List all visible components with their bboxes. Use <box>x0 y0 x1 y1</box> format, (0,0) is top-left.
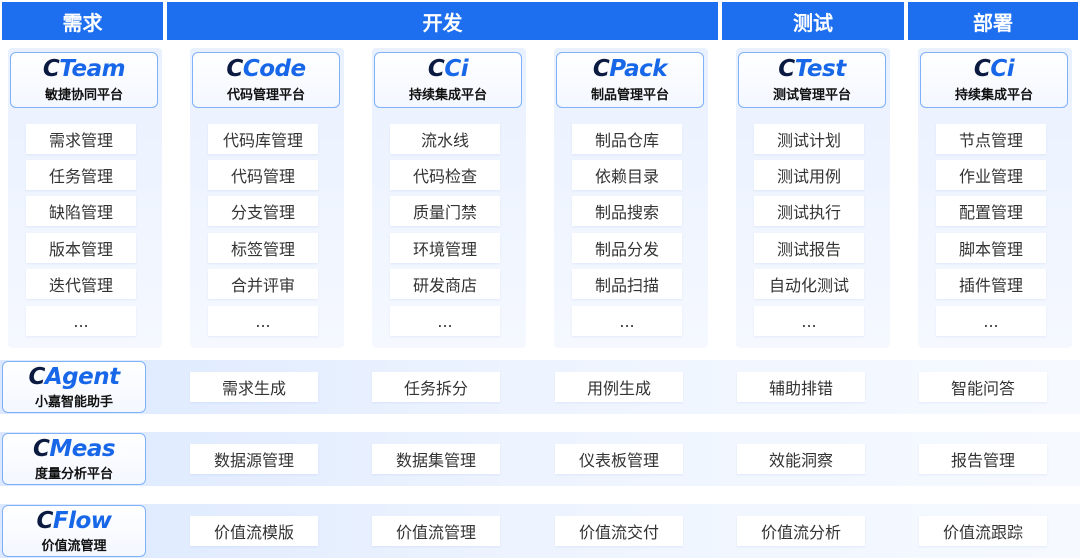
cflow-item[interactable]: 价值流跟踪 <box>919 516 1047 546</box>
cci-deploy-subtitle: 持续集成平台 <box>954 88 1033 103</box>
column-cci-deploy: CCi 持续集成平台 节点管理 作业管理 配置管理 脚本管理 插件管理 ... <box>918 48 1072 348</box>
cflow-item[interactable]: 价值流模版 <box>190 516 318 546</box>
cci-deploy-item[interactable]: 插件管理 <box>936 269 1046 299</box>
cci-item[interactable]: 流水线 <box>390 124 500 154</box>
cagent-item[interactable]: 辅助排错 <box>737 372 865 402</box>
ctest-logo-card[interactable]: CTest 测试管理平台 <box>738 52 886 108</box>
cci-deploy-item[interactable]: 脚本管理 <box>936 233 1046 263</box>
cteam-item[interactable]: 迭代管理 <box>26 269 136 299</box>
ctest-subtitle: 测试管理平台 <box>772 88 851 103</box>
ccode-subtitle: 代码管理平台 <box>226 88 305 103</box>
cci-deploy-logo-card[interactable]: CCi 持续集成平台 <box>920 52 1068 108</box>
cmeas-item[interactable]: 报告管理 <box>919 444 1047 474</box>
ctest-item[interactable]: 测试用例 <box>754 160 864 190</box>
cci-item[interactable]: 研发商店 <box>390 269 500 299</box>
cteam-item-more[interactable]: ... <box>26 306 136 336</box>
ctest-item[interactable]: 自动化测试 <box>754 269 864 299</box>
ccode-item[interactable]: 标签管理 <box>208 233 318 263</box>
column-cpack: CPack 制品管理平台 制品仓库 依赖目录 制品搜索 制品分发 制品扫描 ..… <box>554 48 708 348</box>
ccode-item-more[interactable]: ... <box>208 306 318 336</box>
cci-logo: CCi <box>427 56 469 82</box>
cpack-logo-card[interactable]: CPack 制品管理平台 <box>556 52 704 108</box>
cpack-item[interactable]: 制品搜索 <box>572 196 682 226</box>
header-development: 开发 <box>167 2 718 40</box>
cflow-item[interactable]: 价值流分析 <box>737 516 865 546</box>
cmeas-item[interactable]: 效能洞察 <box>737 444 865 474</box>
cteam-subtitle: 敏捷协同平台 <box>44 88 123 103</box>
cci-item[interactable]: 环境管理 <box>390 233 500 263</box>
cmeas-item[interactable]: 仪表板管理 <box>555 444 683 474</box>
column-cci: CCi 持续集成平台 流水线 代码检查 质量门禁 环境管理 研发商店 ... <box>372 48 526 348</box>
cflow-item[interactable]: 价值流交付 <box>555 516 683 546</box>
column-ccode: CCode 代码管理平台 代码库管理 代码管理 分支管理 标签管理 合并评审 .… <box>190 48 344 348</box>
cteam-item[interactable]: 需求管理 <box>26 124 136 154</box>
ccode-item[interactable]: 分支管理 <box>208 196 318 226</box>
cci-deploy-item-more[interactable]: ... <box>936 306 1046 336</box>
cteam-logo-card[interactable]: CTeam 敏捷协同平台 <box>10 52 158 108</box>
cci-deploy-logo: CCi <box>973 56 1015 82</box>
ccode-item[interactable]: 合并评审 <box>208 269 318 299</box>
cagent-item[interactable]: 用例生成 <box>555 372 683 402</box>
cpack-item[interactable]: 依赖目录 <box>572 160 682 190</box>
ctest-item[interactable]: 测试执行 <box>754 196 864 226</box>
cpack-item[interactable]: 制品分发 <box>572 233 682 263</box>
cmeas-item[interactable]: 数据源管理 <box>190 444 318 474</box>
band-cflow: CFlow 价值流管理 价值流模版 价值流管理 价值流交付 价值流分析 价值流跟… <box>0 504 1080 558</box>
cflow-subtitle: 价值流管理 <box>41 538 107 554</box>
cmeas-item[interactable]: 数据集管理 <box>372 444 500 474</box>
cagent-logo-card[interactable]: CAgent 小嘉智能助手 <box>2 361 146 413</box>
cagent-logo: CAgent <box>28 363 120 390</box>
cpack-logo: CPack <box>592 56 668 82</box>
cci-item[interactable]: 代码检查 <box>390 160 500 190</box>
ccode-logo-card[interactable]: CCode 代码管理平台 <box>192 52 340 108</box>
ctest-item-more[interactable]: ... <box>754 306 864 336</box>
cmeas-logo: CMeas <box>32 435 116 462</box>
cpack-subtitle: 制品管理平台 <box>590 88 669 103</box>
ccode-logo: CCode <box>226 56 306 82</box>
cflow-logo: CFlow <box>36 507 112 534</box>
cteam-item[interactable]: 版本管理 <box>26 233 136 263</box>
cci-item[interactable]: 质量门禁 <box>390 196 500 226</box>
cflow-item[interactable]: 价值流管理 <box>372 516 500 546</box>
header-requirements: 需求 <box>2 2 163 40</box>
ccode-item[interactable]: 代码库管理 <box>208 124 318 154</box>
cci-item-more[interactable]: ... <box>390 306 500 336</box>
ctest-item[interactable]: 测试报告 <box>754 233 864 263</box>
cpack-item[interactable]: 制品扫描 <box>572 269 682 299</box>
cci-deploy-item[interactable]: 配置管理 <box>936 196 1046 226</box>
cpack-item[interactable]: 制品仓库 <box>572 124 682 154</box>
cagent-item[interactable]: 智能问答 <box>919 372 1047 402</box>
cagent-item[interactable]: 任务拆分 <box>372 372 500 402</box>
cmeas-subtitle: 度量分析平台 <box>34 466 113 482</box>
cpack-item-more[interactable]: ... <box>572 306 682 336</box>
cci-deploy-item[interactable]: 作业管理 <box>936 160 1046 190</box>
cagent-subtitle: 小嘉智能助手 <box>34 394 113 410</box>
column-ctest: CTest 测试管理平台 测试计划 测试用例 测试执行 测试报告 自动化测试 .… <box>736 48 890 348</box>
cci-subtitle: 持续集成平台 <box>408 88 487 103</box>
band-cmeas: CMeas 度量分析平台 数据源管理 数据集管理 仪表板管理 效能洞察 报告管理 <box>0 432 1080 486</box>
cmeas-logo-card[interactable]: CMeas 度量分析平台 <box>2 433 146 485</box>
ctest-item[interactable]: 测试计划 <box>754 124 864 154</box>
header-testing: 测试 <box>722 2 904 40</box>
ctest-logo: CTest <box>778 56 846 82</box>
column-cteam: CTeam 敏捷协同平台 需求管理 任务管理 缺陷管理 版本管理 迭代管理 ..… <box>8 48 162 348</box>
ccode-item[interactable]: 代码管理 <box>208 160 318 190</box>
cci-logo-card[interactable]: CCi 持续集成平台 <box>374 52 522 108</box>
cagent-item[interactable]: 需求生成 <box>190 372 318 402</box>
cteam-item[interactable]: 任务管理 <box>26 160 136 190</box>
cflow-logo-card[interactable]: CFlow 价值流管理 <box>2 505 146 557</box>
cteam-logo: CTeam <box>42 56 126 82</box>
header-deployment: 部署 <box>908 2 1078 40</box>
band-cagent: CAgent 小嘉智能助手 需求生成 任务拆分 用例生成 辅助排错 智能问答 <box>0 360 1080 414</box>
cteam-item[interactable]: 缺陷管理 <box>26 196 136 226</box>
cci-deploy-item[interactable]: 节点管理 <box>936 124 1046 154</box>
